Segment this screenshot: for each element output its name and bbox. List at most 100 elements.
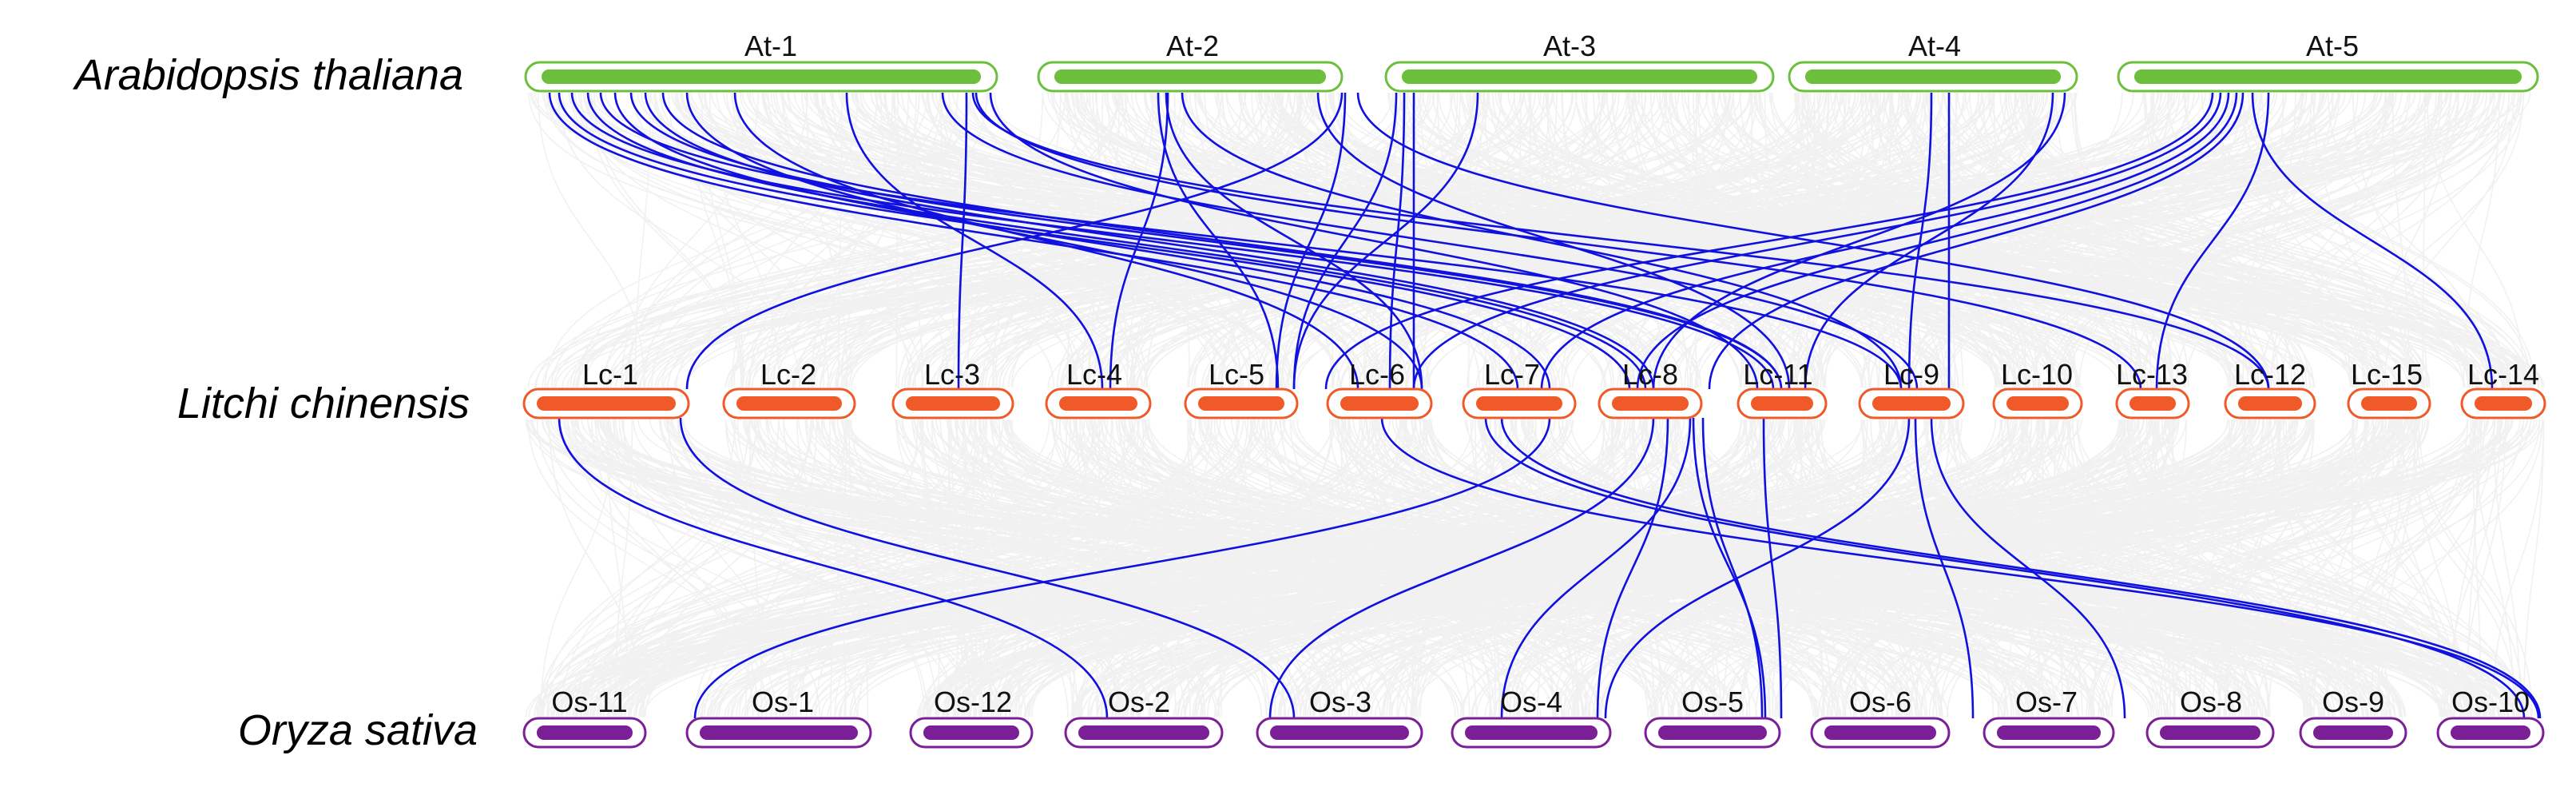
- chromosome-os-7[interactable]: Os-7: [1983, 686, 2115, 749]
- chromosome-label-os-8: Os-8: [2180, 686, 2242, 718]
- chromosome-lc-2[interactable]: Lc-2: [722, 358, 856, 419]
- link-at-lc-3: [570, 92, 1775, 390]
- link-at-lc-21: [1316, 92, 1791, 390]
- link-at-lc-16: [989, 92, 1759, 390]
- link-at-lc-26: [1388, 92, 1406, 390]
- link-at-lc-22: [685, 92, 1344, 390]
- chromosome-os-3[interactable]: Os-3: [1256, 686, 1423, 749]
- chromosome-os-1[interactable]: Os-1: [685, 686, 872, 749]
- link-lc-os-8: [1701, 417, 1764, 719]
- chromosome-at-2[interactable]: At-2: [1037, 30, 1344, 93]
- chromosome-at-1[interactable]: At-1: [524, 30, 998, 93]
- chromosome-os-2[interactable]: Os-2: [1064, 686, 1224, 749]
- chromosome-lc-4[interactable]: Lc-4: [1045, 358, 1152, 419]
- link-lc-os-5: [1596, 417, 1669, 719]
- chromosome-lc-15[interactable]: Lc-15: [2347, 358, 2431, 419]
- link-at-lc-34: [1412, 92, 2222, 390]
- link-lc-os-2: [679, 417, 1296, 719]
- chromosome-lc-11[interactable]: Lc-11: [1737, 358, 1828, 419]
- chromosome-lc-10[interactable]: Lc-10: [1992, 358, 2083, 419]
- link-lc-os-15: [1484, 417, 2526, 719]
- link-at-lc-23: [1275, 92, 1347, 390]
- chromosome-label-lc-8: Lc-8: [1622, 358, 1678, 391]
- link-at-lc-13: [957, 92, 968, 390]
- link-at-lc-40: [941, 92, 1919, 390]
- link-at-lc-14: [971, 92, 2270, 390]
- chromosome-lc-7[interactable]: Lc-7: [1462, 358, 1577, 419]
- chromosome-label-os-7: Os-7: [2015, 686, 2078, 718]
- link-at-lc-29: [1907, 92, 1933, 390]
- chromosome-at-4[interactable]: At-4: [1788, 30, 2078, 93]
- link-at-lc-38: [2155, 92, 2270, 390]
- chromosome-lc-1[interactable]: Lc-1: [522, 358, 690, 419]
- chromosome-label-lc-6: Lc-6: [1349, 358, 1405, 391]
- link-at-lc-32: [1652, 92, 2066, 390]
- link-lc-os-13: [1380, 417, 2540, 719]
- link-lc-os-3: [693, 417, 1551, 719]
- chromosome-os-10[interactable]: Os-10: [2436, 686, 2545, 749]
- link-at-lc-39: [2251, 92, 2494, 390]
- link-at-lc-15: [974, 92, 2142, 390]
- chromosome-label-os-4: Os-4: [1500, 686, 1562, 718]
- chromosome-lc-8[interactable]: Lc-8: [1598, 358, 1703, 419]
- chromosome-label-os-9: Os-9: [2322, 686, 2384, 718]
- link-lc-os-1: [558, 417, 1109, 719]
- link-at-lc-12: [845, 92, 1104, 390]
- link-at-lc-6: [613, 92, 1551, 390]
- chromosome-at-3[interactable]: At-3: [1384, 30, 1775, 93]
- link-at-lc-33: [1324, 92, 2214, 390]
- link-at-lc-37: [1708, 92, 2245, 390]
- chromosome-label-lc-2: Lc-2: [760, 358, 816, 391]
- chromosome-label-at-3: At-3: [1543, 30, 1596, 62]
- background-synteny-links: [525, 92, 2545, 717]
- chromosome-label-lc-7: Lc-7: [1484, 358, 1540, 391]
- chromosome-label-lc-13: Lc-13: [2116, 358, 2188, 391]
- chromosome-lc-14[interactable]: Lc-14: [2460, 358, 2546, 419]
- oryza-chromosome-row: Os-11 Os-1 Os-12 Os-2 Os-3 Os-4: [522, 686, 2545, 749]
- chromosome-os-6[interactable]: Os-6: [1810, 686, 1951, 749]
- chromosome-label-lc-12: Lc-12: [2234, 358, 2306, 391]
- chromosome-os-5[interactable]: Os-5: [1644, 686, 1781, 749]
- chromosome-os-8[interactable]: Os-8: [2145, 686, 2275, 749]
- chromosome-lc-6[interactable]: Lc-6: [1326, 358, 1433, 419]
- link-at-lc-36: [1636, 92, 2238, 390]
- link-lc-os-14: [1500, 417, 2542, 719]
- link-at-lc-25: [1292, 92, 1398, 390]
- chromosome-label-at-5: At-5: [2306, 30, 2359, 62]
- background-links-bottom: [525, 419, 2545, 717]
- chromosome-label-lc-1: Lc-1: [582, 358, 638, 391]
- chromosome-label-os-6: Os-6: [1849, 686, 1911, 718]
- species-label-bottom: Oryza sativa: [238, 706, 478, 754]
- chromosome-label-os-10: Os-10: [2451, 686, 2530, 718]
- link-at-lc-35: [1540, 92, 2230, 390]
- chromosome-at-5[interactable]: At-5: [2117, 30, 2539, 93]
- chromosome-label-lc-10: Lc-10: [2001, 358, 2073, 391]
- chromosome-lc-12[interactable]: Lc-12: [2224, 358, 2316, 419]
- chromosome-os-9[interactable]: Os-9: [2299, 686, 2407, 749]
- species-label-middle: Litchi chinensis: [177, 380, 470, 427]
- chromosome-lc-5[interactable]: Lc-5: [1184, 358, 1299, 419]
- link-at-lc-18: [1165, 92, 1423, 390]
- link-at-lc-19: [1109, 92, 1169, 390]
- link-at-lc-11: [733, 92, 1359, 390]
- chromosome-lc-9[interactable]: Lc-9: [1858, 358, 1965, 419]
- chromosome-label-lc-3: Lc-3: [924, 358, 980, 391]
- chromosome-label-os-3: Os-3: [1309, 686, 1371, 718]
- chromosome-os-12[interactable]: Os-12: [909, 686, 1034, 749]
- link-lc-os-11: [1914, 417, 1975, 719]
- chromosome-label-lc-14: Lc-14: [2467, 358, 2539, 391]
- link-lc-os-6: [1500, 417, 1692, 719]
- species-label-top: Arabidopsis thaliana: [73, 51, 463, 99]
- chromosome-lc-13[interactable]: Lc-13: [2115, 358, 2190, 419]
- chromosome-lc-3[interactable]: Lc-3: [891, 358, 1014, 419]
- chromosome-label-os-12: Os-12: [934, 686, 1012, 718]
- link-at-lc-31: [1804, 92, 2054, 390]
- litchi-chromosome-row: Lc-1 Lc-2 Lc-3 Lc-4 Lc-5 Lc-6: [522, 358, 2546, 419]
- link-lc-os-9: [1762, 417, 1783, 719]
- chromosome-label-os-1: Os-1: [752, 686, 814, 718]
- highlighted-collinear-links: [548, 92, 2542, 719]
- chromosome-os-11[interactable]: Os-11: [522, 686, 647, 749]
- chromosome-os-4[interactable]: Os-4: [1451, 686, 1612, 749]
- chromosome-label-lc-15: Lc-15: [2351, 358, 2423, 391]
